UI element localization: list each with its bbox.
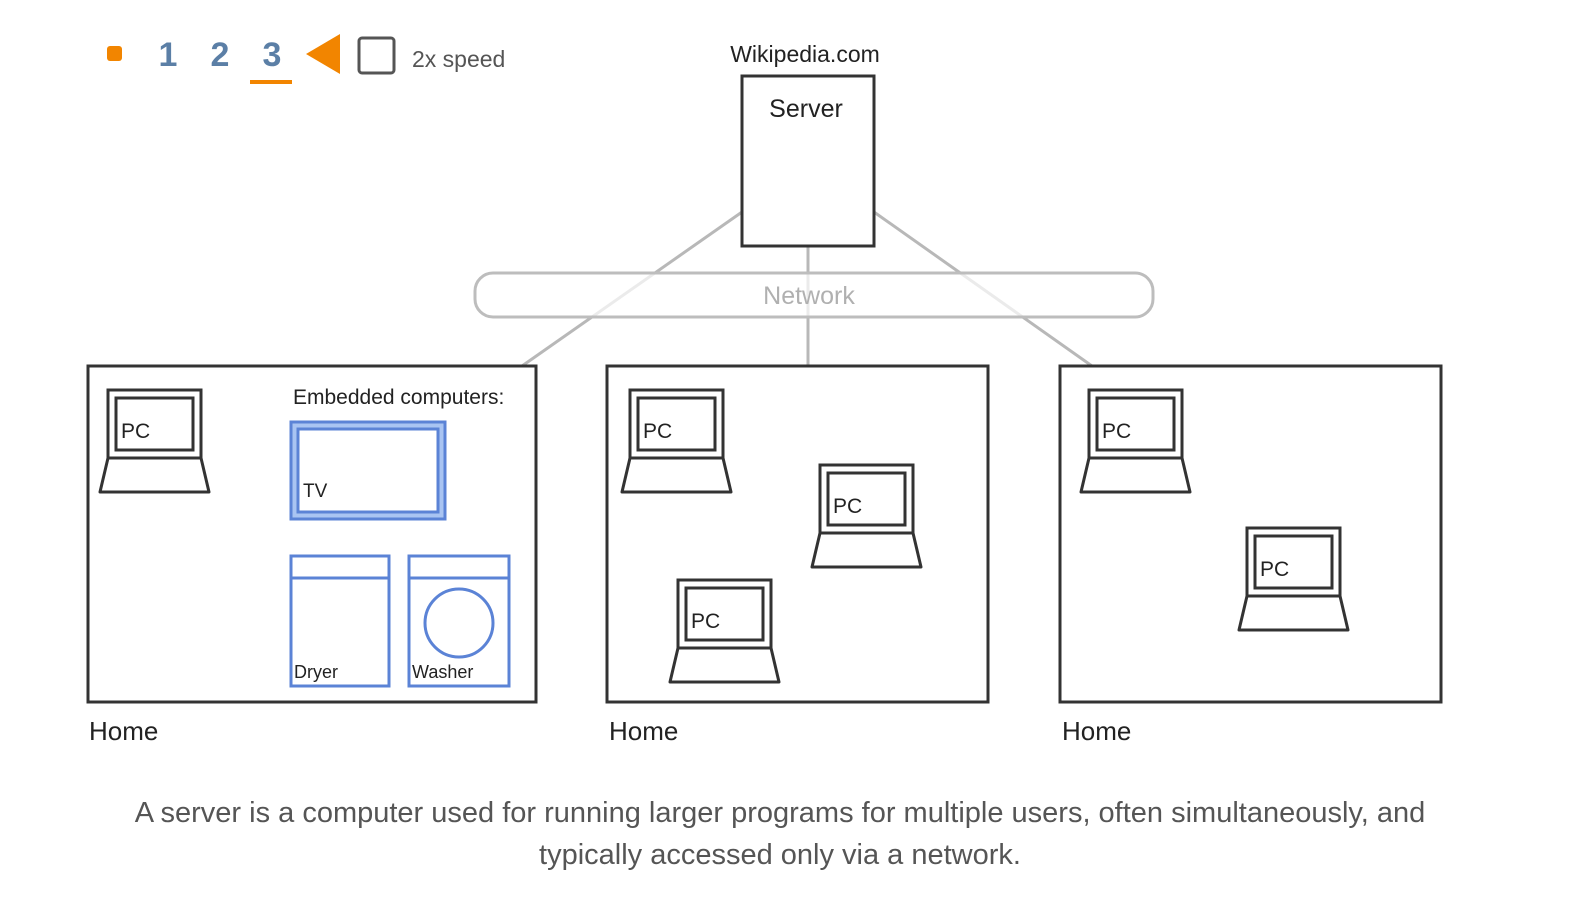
pc-label: PC bbox=[121, 420, 150, 443]
pc-keyboard-base bbox=[1237, 594, 1350, 632]
step-2-button[interactable]: 2 bbox=[211, 36, 230, 74]
stop-icon[interactable] bbox=[107, 46, 122, 61]
tv-screen bbox=[296, 427, 440, 514]
tv-label: TV bbox=[303, 481, 328, 502]
pc-laptop: PC bbox=[620, 388, 733, 494]
pc-laptop: PC bbox=[668, 578, 781, 684]
pc-screen-inner bbox=[684, 586, 765, 642]
pc-screen-inner bbox=[826, 471, 907, 527]
pc-keyboard-base bbox=[668, 646, 781, 684]
pc-screen-inner bbox=[1095, 396, 1176, 452]
pc-screen-inner bbox=[636, 396, 717, 452]
embedded-computers-heading: Embedded computers: bbox=[293, 386, 504, 409]
pc-label: PC bbox=[1260, 558, 1289, 581]
pc-keyboard-base bbox=[810, 531, 923, 569]
pc-label: PC bbox=[833, 495, 862, 518]
home-1: Home Embedded computers: PC TV Dryer Was… bbox=[86, 364, 538, 746]
diagram-caption: A server is a computer used for running … bbox=[134, 797, 1426, 871]
playback-controls: 1 2 3 2x speed bbox=[107, 34, 505, 84]
network-pill bbox=[473, 271, 1155, 319]
home-1-label: Home bbox=[89, 716, 158, 746]
home-3: Home PC PC bbox=[1058, 364, 1443, 746]
step-3-button[interactable]: 3 bbox=[263, 36, 282, 74]
active-step-underline bbox=[250, 80, 292, 84]
server-box bbox=[740, 74, 876, 248]
pc-screen-inner bbox=[114, 396, 195, 452]
server: Wikipedia.com Server bbox=[730, 41, 880, 248]
dryer-device: Dryer bbox=[289, 554, 391, 688]
washer-drum bbox=[423, 587, 495, 659]
home-2: Home PC PC PC bbox=[605, 364, 990, 746]
pc-keyboard-base bbox=[1079, 456, 1192, 494]
server-domain: Wikipedia.com bbox=[730, 41, 880, 67]
previous-step-icon[interactable] bbox=[306, 34, 340, 74]
pc-label: PC bbox=[691, 610, 720, 633]
pc-keyboard-base bbox=[98, 456, 211, 494]
tv-device: TV bbox=[289, 420, 447, 521]
pc-laptop: PC bbox=[98, 388, 211, 494]
pc-screen-inner bbox=[1253, 534, 1334, 590]
washer-device: Washer bbox=[407, 554, 511, 688]
pc-laptop: PC bbox=[1079, 388, 1192, 494]
pc-keyboard-base bbox=[620, 456, 733, 494]
server-label: Server bbox=[769, 95, 843, 123]
dryer-label: Dryer bbox=[294, 662, 338, 682]
network: Network bbox=[473, 271, 1155, 319]
home-3-label: Home bbox=[1062, 716, 1131, 746]
pc-label: PC bbox=[1102, 420, 1131, 443]
speed-label: 2x speed bbox=[412, 46, 505, 72]
pc-label: PC bbox=[643, 420, 672, 443]
speed-checkbox[interactable] bbox=[357, 36, 396, 75]
washer-label: Washer bbox=[412, 662, 473, 682]
home-2-label: Home bbox=[609, 716, 678, 746]
network-label: Network bbox=[763, 282, 855, 310]
step-1-button[interactable]: 1 bbox=[159, 36, 178, 74]
pc-laptop: PC bbox=[810, 463, 923, 569]
pc-laptop: PC bbox=[1237, 526, 1350, 632]
